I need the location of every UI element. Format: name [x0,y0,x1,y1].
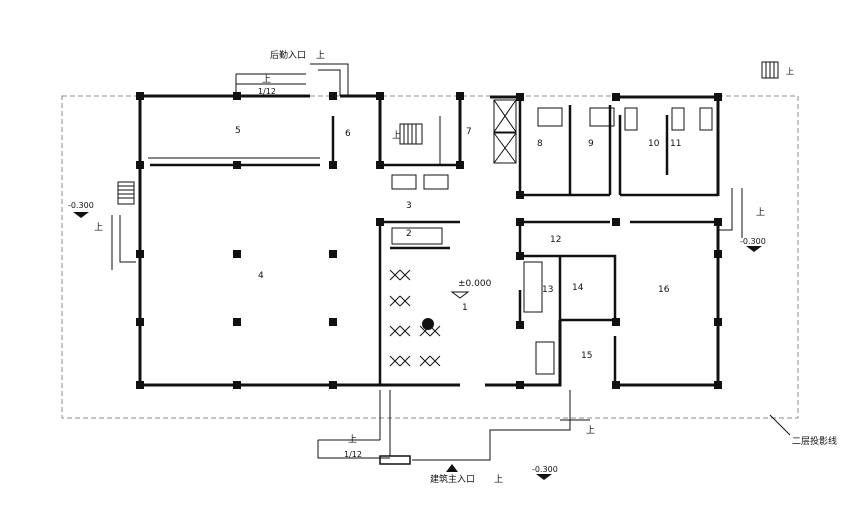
room-number: 9 [588,139,594,149]
up-label: 上 [316,50,325,61]
interior-walls [150,100,718,385]
stair-symbol [117,61,779,205]
room-number: 7 [466,127,472,137]
dining-tables [389,269,441,367]
second-floor-projection-line [61,95,799,419]
level-zero-label: ±0.000 [458,279,492,289]
projection-leader [769,414,791,436]
main-entrance-label: 建筑主入口 [430,473,475,485]
room-number: 15 [581,351,592,361]
up-label: 上 [392,130,401,141]
exterior-walls [138,94,720,387]
columns [136,92,722,389]
room-number: 12 [550,235,561,245]
up-label: 上 [586,425,595,436]
main-entrance-mat [379,455,411,465]
room-number: 13 [542,285,553,295]
room-number: 14 [572,283,584,293]
level-markers [73,212,762,480]
room-number: 4 [258,271,264,281]
room-number: 8 [537,139,543,149]
slope-label: 1/12 [344,450,362,459]
up-label: 上 [94,222,103,233]
room-number: 1 [462,303,468,313]
rear-entrance-label: 后勤入口 [270,49,306,61]
level-zero-marker [450,291,470,299]
room-number: 16 [658,285,670,295]
up-label: 上 [756,207,765,218]
level-minus-label: -0.300 [740,237,766,246]
room-number: 2 [406,229,412,239]
second-floor-projection-label: 二层投影线 [792,435,837,447]
room-number: 11 [670,139,681,149]
room-number: 10 [648,139,660,149]
ramps [111,63,743,461]
level-minus-label: -0.300 [68,201,94,210]
main-entrance-arrow [446,464,458,472]
up-label: 上 [786,67,794,76]
up-label: 上 [348,434,357,445]
up-label: 上 [262,74,271,85]
up-label: 上 [494,474,503,485]
thin-details [148,99,713,375]
level-minus-label: -0.300 [532,465,558,474]
room-number: 3 [406,201,412,211]
slope-label: 1/12 [258,87,276,96]
column-round [422,318,434,330]
room-number: 6 [345,129,351,139]
room-number: 5 [235,126,241,136]
